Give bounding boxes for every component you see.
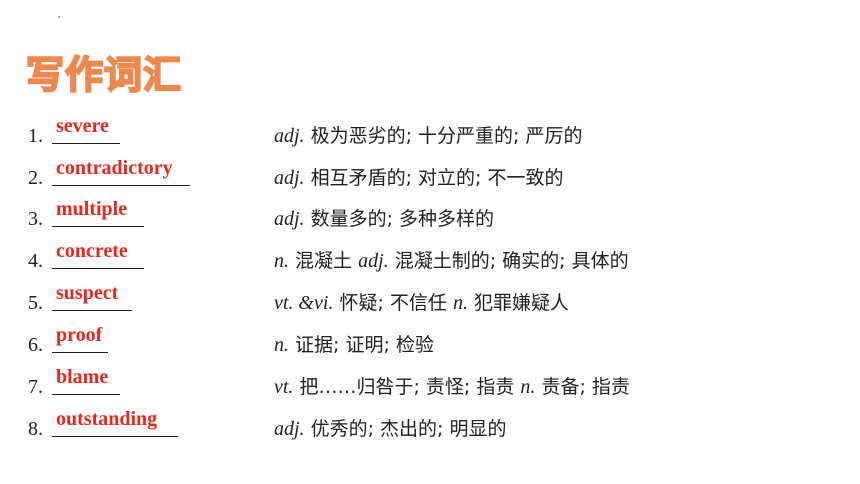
vocabulary-item: 2. contradictory adj. 相互矛盾的; 对立的; 不一致的 — [0, 150, 860, 190]
answer-word: proof — [56, 324, 103, 346]
chinese-meaning: 相互矛盾的; 对立的; 不一致的 — [304, 167, 564, 189]
answer-word: concrete — [56, 240, 128, 262]
chinese-meaning: 混凝土制的; 确实的; 具体的 — [388, 250, 629, 272]
vocabulary-item: 7. blame vt. 把……归咎于; 责怪; 指责 n. 责备; 指责 — [0, 359, 860, 399]
part-of-speech: adj. — [274, 418, 305, 440]
chinese-meaning: 数量多的; 多种多样的 — [304, 208, 495, 230]
answer-word: suspect — [56, 282, 119, 304]
part-of-speech: vt. &vi. — [274, 292, 334, 314]
item-number: 6. — [28, 334, 43, 356]
answer-blank — [52, 226, 144, 227]
answer-word: multiple — [56, 198, 128, 220]
chinese-meaning: 犯罪嫌疑人 — [467, 292, 570, 314]
answer-word: blame — [56, 366, 109, 388]
part-of-speech: n. — [274, 334, 289, 356]
item-number: 5. — [28, 292, 43, 314]
answer-word: contradictory — [56, 157, 173, 179]
definition: adj. 极为恶劣的; 十分严重的; 严厉的 — [274, 124, 583, 148]
answer-blank — [52, 268, 144, 269]
definition: adj. 相互矛盾的; 对立的; 不一致的 — [274, 166, 564, 190]
definition: adj. 优秀的; 杰出的; 明显的 — [274, 417, 507, 441]
definition: n. 混凝土 adj. 混凝土制的; 确实的; 具体的 — [274, 249, 629, 273]
part-of-speech: vt. — [274, 376, 294, 398]
part-of-speech: adj. — [274, 208, 305, 230]
vocabulary-item: 3. multiple adj. 数量多的; 多种多样的 — [0, 191, 860, 231]
item-number: 4. — [28, 250, 43, 272]
part-of-speech: adj. — [274, 167, 305, 189]
chinese-meaning: 混凝土 — [289, 250, 359, 272]
vocabulary-item: 1. severe adj. 极为恶劣的; 十分严重的; 严厉的 — [0, 108, 860, 148]
definition: adj. 数量多的; 多种多样的 — [274, 207, 494, 231]
item-number: 2. — [28, 167, 43, 189]
vocabulary-item: 6. proof n. 证据; 证明; 检验 — [0, 317, 860, 357]
answer-blank — [52, 185, 190, 186]
answer-blank — [52, 394, 120, 395]
definition: vt. &vi. 怀疑; 不信任 n. 犯罪嫌疑人 — [274, 291, 569, 315]
chinese-meaning: 证据; 证明; 检验 — [289, 334, 434, 356]
answer-word: severe — [56, 115, 109, 137]
answer-blank — [52, 436, 178, 437]
part-of-speech: n. — [452, 292, 468, 314]
answer-blank — [52, 143, 120, 144]
part-of-speech: n. — [520, 376, 536, 398]
decorative-dot — [58, 16, 60, 18]
chinese-meaning: 极为恶劣的; 十分严重的; 严厉的 — [304, 125, 583, 147]
vocabulary-item: 8. outstanding adj. 优秀的; 杰出的; 明显的 — [0, 401, 860, 441]
answer-blank — [52, 352, 108, 353]
answer-word: outstanding — [56, 408, 158, 430]
chinese-meaning: 怀疑; 不信任 — [333, 292, 453, 314]
slide-title: 写作词汇 — [25, 53, 183, 97]
definition: n. 证据; 证明; 检验 — [274, 333, 434, 357]
item-number: 7. — [28, 376, 43, 398]
item-number: 3. — [28, 208, 43, 230]
chinese-meaning: 责备; 指责 — [535, 376, 630, 398]
part-of-speech: adj. — [274, 125, 305, 147]
part-of-speech: n. — [274, 250, 289, 272]
item-number: 8. — [28, 418, 43, 440]
chinese-meaning: 优秀的; 杰出的; 明显的 — [304, 418, 507, 440]
vocabulary-item: 5. suspect vt. &vi. 怀疑; 不信任 n. 犯罪嫌疑人 — [0, 275, 860, 315]
answer-blank — [52, 310, 132, 311]
part-of-speech: adj. — [358, 250, 389, 272]
definition: vt. 把……归咎于; 责怪; 指责 n. 责备; 指责 — [274, 375, 630, 399]
vocabulary-item: 4. concrete n. 混凝土 adj. 混凝土制的; 确实的; 具体的 — [0, 233, 860, 273]
chinese-meaning: 把……归咎于; 责怪; 指责 — [293, 376, 521, 398]
item-number: 1. — [28, 125, 43, 147]
